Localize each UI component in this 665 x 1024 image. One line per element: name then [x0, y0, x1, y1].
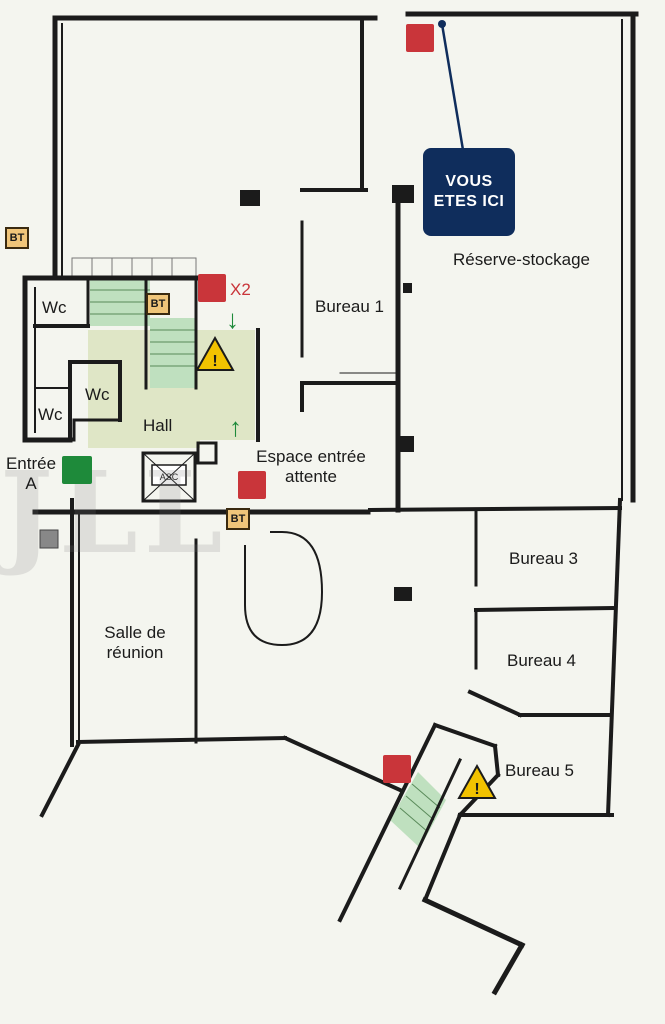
label-salle-line1: Salle de [104, 623, 166, 642]
label-bureau-1: Bureau 1 [315, 297, 384, 316]
label-wc-1: Wc [42, 298, 67, 317]
you-are-here-pointer [440, 23, 465, 151]
arrow-up-icon: ↑ [229, 412, 242, 442]
extinguisher-count: X2 [230, 280, 251, 299]
you-are-here-line1: VOUS [445, 173, 493, 190]
stairs-hall [71, 257, 197, 388]
stairs-bottom [390, 772, 446, 848]
bt-panel-icon-2: BT [146, 293, 170, 315]
label-salle-reunion: Salle de réunion [95, 623, 175, 663]
label-bureau-3: Bureau 3 [509, 549, 578, 568]
fire-extinguisher-icon-2 [198, 274, 226, 302]
label-hall: Hall [143, 416, 173, 435]
bt-panel-icon-1: BT [5, 227, 29, 249]
reception-desk [244, 531, 324, 647]
fire-extinguisher-icon-3 [238, 471, 266, 499]
vent-grille [39, 529, 59, 549]
you-are-here-badge: VOUS ETES ICI [423, 148, 515, 236]
label-entree-line1: Entrée [5, 454, 57, 473]
jll-watermark: JLL [0, 448, 229, 578]
emergency-exit-icon [62, 456, 92, 484]
lift-label: ASC [160, 472, 179, 482]
label-bureau-5: Bureau 5 [505, 761, 574, 780]
arrow-down-icon: ↓ [226, 304, 239, 334]
fire-extinguisher-icon-4 [383, 755, 411, 783]
label-espace-line2: attente [285, 467, 337, 486]
lift-icon [142, 452, 196, 502]
label-wc-2: Wc [85, 385, 110, 404]
warning-icon-hall: ! [195, 335, 235, 371]
svg-text:!: ! [212, 353, 217, 370]
bt-panel-icon-3: BT [226, 508, 250, 530]
warning-icon-stairs: ! [457, 763, 497, 799]
fire-extinguisher-icon-1 [406, 24, 434, 52]
label-entree-a: Entrée A [2, 454, 60, 494]
pillars [240, 185, 414, 601]
label-espace-entree: Espace entrée attente [248, 447, 374, 487]
svg-text:!: ! [474, 781, 479, 798]
label-espace-line1: Espace entrée [256, 447, 366, 466]
label-wc-3: Wc [38, 405, 63, 424]
label-bureau-4: Bureau 4 [507, 651, 576, 670]
walls [22, 11, 639, 996]
label-reserve-stockage: Réserve-stockage [453, 250, 591, 269]
you-are-here-line2: ETES ICI [433, 193, 505, 210]
label-entree-line2: A [25, 474, 37, 493]
label-salle-line2: réunion [106, 643, 164, 662]
